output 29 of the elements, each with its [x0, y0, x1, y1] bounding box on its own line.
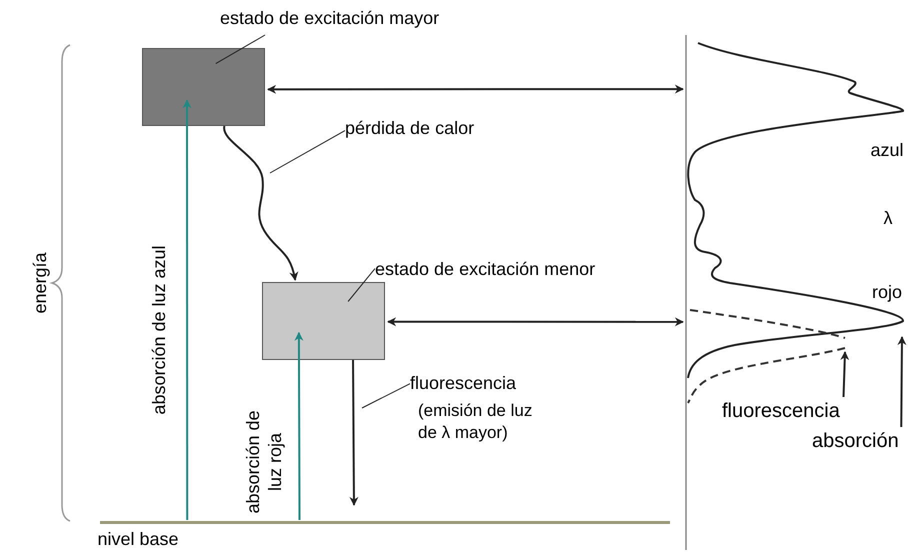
text-label: energía [29, 251, 51, 316]
node-label: pérdida de calor [345, 117, 475, 140]
arrow [349, 360, 358, 506]
text-label: rojo [870, 281, 903, 304]
leader-line [270, 130, 346, 174]
edge-label: absorción de luz roja [242, 409, 286, 516]
double-arrow [387, 317, 684, 326]
wavy-arrow [223, 126, 298, 281]
arrow [294, 332, 304, 520]
node-label: estado de excitación mayor [220, 7, 440, 30]
arrow [182, 99, 192, 520]
arrow [897, 336, 906, 427]
arrow [840, 351, 850, 398]
node-label: absorción [812, 429, 900, 454]
text-label: λ [882, 207, 894, 230]
edge-label: absorción de luz azul [148, 244, 170, 417]
double-arrow [267, 84, 684, 94]
node-note: (emisión de luz de λ mayor) [417, 400, 534, 444]
leader-line [348, 268, 376, 302]
text-label: nivel base [96, 528, 180, 551]
leader-line [362, 383, 410, 408]
text-label: azul [869, 139, 905, 162]
high-energy-state-box [142, 48, 265, 126]
node-label: fluorescencia [722, 399, 841, 424]
node-label: fluorescencia [410, 372, 518, 395]
node-label: estado de excitación menor [375, 258, 596, 281]
low-energy-state-box [262, 282, 385, 360]
ground-level-line [100, 521, 670, 524]
leader-line [215, 34, 266, 64]
